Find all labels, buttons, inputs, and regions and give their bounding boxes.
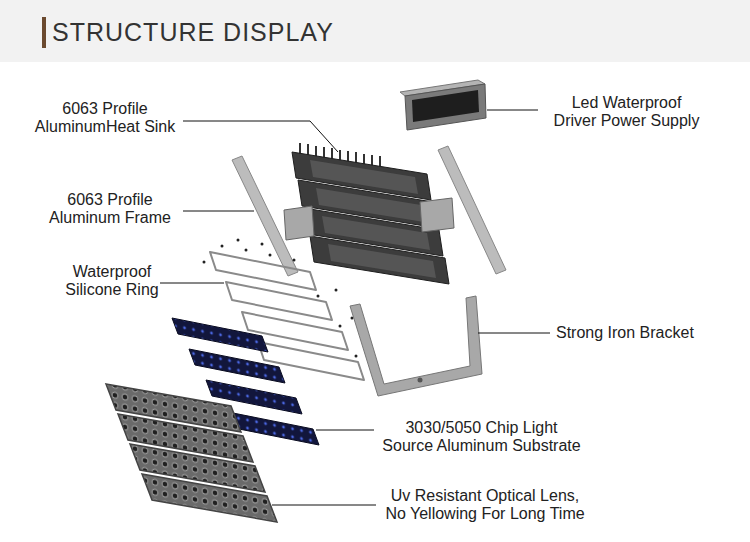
page-title: STRUCTURE DISPLAY [52,17,334,47]
part-label: 6063 Profile Aluminum Frame [40,191,180,227]
part-label: Waterproof Silicone Ring [57,263,167,299]
iron-bracket [350,296,482,396]
leader-line [272,505,376,506]
leader-line [316,430,374,431]
leader-line [478,333,550,334]
driver-window [412,90,479,122]
heat-sink-face [322,216,430,250]
led-substrate [172,318,268,352]
part-label: Led Waterproof Driver Power Supply [539,94,714,130]
driver-body [405,84,486,130]
leader-line [160,283,224,284]
heat-sink-face [316,188,424,222]
header-band [0,0,750,62]
leader-line [183,211,254,212]
bracket-hole [418,378,423,383]
part-label: Strong Iron Bracket [556,324,694,342]
heat-sink-face [310,160,418,194]
part-label: 3030/5050 Chip Light Source Aluminum Sub… [380,419,583,455]
leader-line [183,121,338,152]
led-substrate [189,349,285,383]
accent-bar [42,17,46,48]
mount-piece [420,198,454,232]
optical-lens [142,474,277,522]
part-label: 6063 Profile AluminumHeat Sink [30,100,180,136]
part-label: Uv Resistant Optical Lens, No Yellowing … [381,487,589,523]
heat-sink-face [328,244,436,278]
mount-piece [284,206,314,240]
leader-line [487,110,538,111]
